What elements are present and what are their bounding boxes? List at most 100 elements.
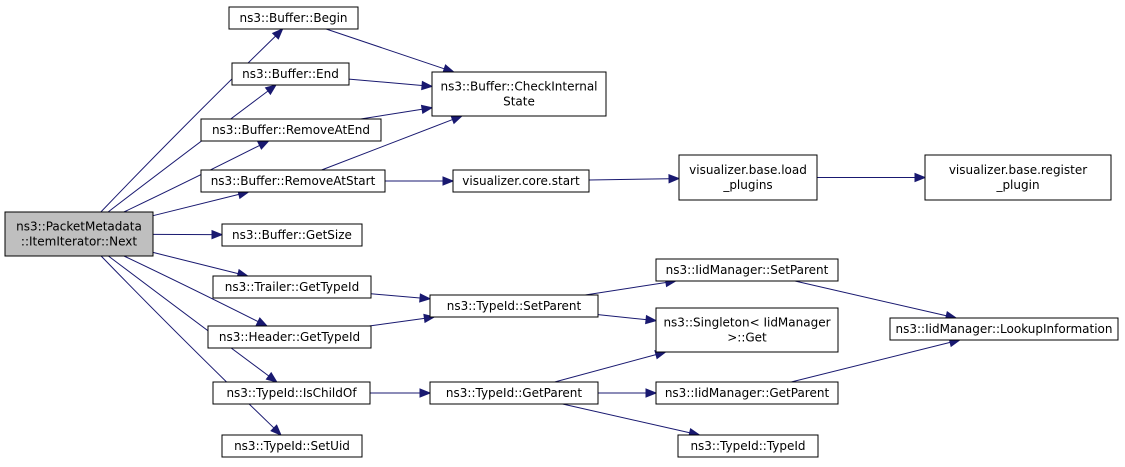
node-box[interactable] (655, 381, 839, 405)
node-box[interactable] (655, 258, 839, 282)
edge-line (554, 354, 657, 383)
node-typeIdSetParent[interactable]: ns3::TypeId::SetParent (429, 294, 599, 318)
edge-trailerGetTypeId-to-typeIdSetParent (370, 293, 432, 303)
node-iidGetParent[interactable]: ns3::IidManager::GetParent (655, 381, 839, 405)
node-label: ns3::TypeId::TypeId (690, 439, 805, 453)
node-singletonGet[interactable]: ns3::Singleton< IidManager>::Get (655, 307, 839, 353)
node-label: ns3::Singleton< IidManager (663, 316, 830, 330)
edge-line (321, 119, 453, 171)
arrow-head-icon (442, 176, 455, 186)
node-next[interactable]: ns3::PacketMetadata::ItemIterator::Next (4, 211, 154, 257)
node-box[interactable] (678, 154, 818, 201)
node-layer: ns3::PacketMetadata::ItemIterator::Nextn… (4, 6, 1119, 458)
node-box[interactable] (4, 211, 154, 257)
node-end[interactable]: ns3::Buffer::End (231, 62, 350, 86)
node-box[interactable] (429, 294, 599, 318)
arrow-head-icon (442, 64, 455, 74)
arrow-head-icon (255, 317, 269, 327)
node-box[interactable] (212, 275, 372, 299)
node-registerPlugin[interactable]: visualizer.base.register_plugin (924, 154, 1112, 201)
node-box[interactable] (452, 169, 590, 193)
arrow-head-icon (419, 293, 432, 303)
edge-next-to-setUid (100, 255, 282, 436)
edge-line (585, 282, 666, 296)
node-label: ns3::TypeId::SetParent (447, 299, 582, 313)
node-box[interactable] (228, 6, 359, 30)
node-loadPlugins[interactable]: visualizer.base.load_plugins (678, 154, 818, 201)
edge-headerGetTypeId-to-typeIdSetParent (369, 313, 436, 327)
node-box[interactable] (677, 434, 819, 458)
node-label: visualizer.core.start (462, 174, 580, 188)
node-box[interactable] (212, 381, 371, 405)
node-coreStart[interactable]: visualizer.core.start (452, 169, 590, 193)
node-getSize[interactable]: ns3::Buffer::GetSize (221, 223, 363, 247)
node-label: ns3::Buffer::Begin (239, 11, 347, 25)
edge-typeIdGetParent-to-singletonGet (554, 350, 667, 383)
edge-removeAtStart-to-checkInternal (321, 115, 464, 171)
edge-line (370, 293, 421, 299)
node-box[interactable] (431, 71, 607, 117)
edge-next-to-isChildOf (108, 255, 278, 383)
node-box[interactable] (924, 154, 1112, 201)
node-lookupInfo[interactable]: ns3::IidManager::LookupInformation (889, 317, 1119, 341)
edge-line (588, 178, 670, 181)
arrow-head-icon (914, 172, 927, 183)
node-box[interactable] (200, 169, 386, 193)
arrow-head-icon (645, 314, 658, 325)
node-box[interactable] (231, 62, 350, 86)
node-box[interactable] (889, 317, 1119, 341)
node-box[interactable] (207, 325, 372, 349)
node-iidSetParent[interactable]: ns3::IidManager::SetParent (655, 258, 839, 282)
node-label: ns3::IidManager::SetParent (666, 263, 829, 277)
node-label: ns3::Buffer::CheckInternal (440, 80, 597, 94)
node-removeAtEnd[interactable]: ns3::Buffer::RemoveAtEnd (200, 118, 382, 142)
arrow-head-icon (421, 80, 434, 91)
node-label: visualizer.base.load (689, 163, 807, 177)
edge-line (100, 35, 276, 213)
node-label: ns3::Header::GetTypeId (219, 330, 360, 344)
edge-layer (100, 28, 962, 438)
node-setUid[interactable]: ns3::TypeId::SetUid (221, 434, 363, 458)
node-label: ns3::TypeId::SetUid (234, 439, 350, 453)
node-label: >::Get (727, 331, 767, 345)
edge-line (123, 255, 259, 323)
node-label: ns3::Buffer::RemoveAtStart (211, 174, 376, 188)
arrow-head-icon (211, 229, 224, 240)
node-box[interactable] (221, 434, 363, 458)
node-label: ns3::Buffer::GetSize (232, 228, 352, 242)
node-begin[interactable]: ns3::Buffer::Begin (228, 6, 359, 30)
node-label: ns3::IidManager::LookupInformation (896, 322, 1113, 336)
edge-next-to-removeAtStart (152, 189, 250, 217)
node-label: ns3::Buffer::End (242, 67, 339, 81)
node-typeIdGetParent[interactable]: ns3::TypeId::GetParent (429, 381, 599, 405)
node-label: ns3::PacketMetadata (16, 220, 142, 234)
edge-next-to-getSize (152, 229, 224, 240)
node-box[interactable] (429, 381, 599, 405)
edge-typeIdSetParent-to-singletonGet (597, 314, 658, 325)
node-box[interactable] (655, 307, 839, 353)
node-removeAtStart[interactable]: ns3::Buffer::RemoveAtStart (200, 169, 386, 193)
node-headerGetTypeId[interactable]: ns3::Header::GetTypeId (207, 325, 372, 349)
edge-line (348, 78, 423, 87)
edge-line (794, 280, 947, 317)
edge-line (325, 28, 445, 70)
edge-removeAtStart-to-coreStart (385, 176, 455, 186)
edge-next-to-trailerGetTypeId (152, 251, 250, 279)
node-isChildOf[interactable]: ns3::TypeId::IsChildOf (212, 381, 371, 405)
edge-end-to-checkInternal (348, 78, 434, 91)
arrow-head-icon (265, 371, 278, 383)
edge-line (597, 314, 647, 321)
edge-coreStart-to-loadPlugins (588, 173, 681, 184)
arrow-head-icon (419, 388, 432, 398)
node-label: ns3::TypeId::GetParent (446, 386, 582, 400)
node-box[interactable] (200, 118, 382, 142)
arrow-head-icon (271, 28, 284, 40)
node-box[interactable] (221, 223, 363, 247)
node-typeIdCtor[interactable]: ns3::TypeId::TypeId (677, 434, 819, 458)
node-trailerGetTypeId[interactable]: ns3::Trailer::GetTypeId (212, 275, 372, 299)
arrow-head-icon (257, 140, 270, 150)
edge-line (100, 255, 275, 429)
edge-next-to-end (107, 84, 278, 213)
